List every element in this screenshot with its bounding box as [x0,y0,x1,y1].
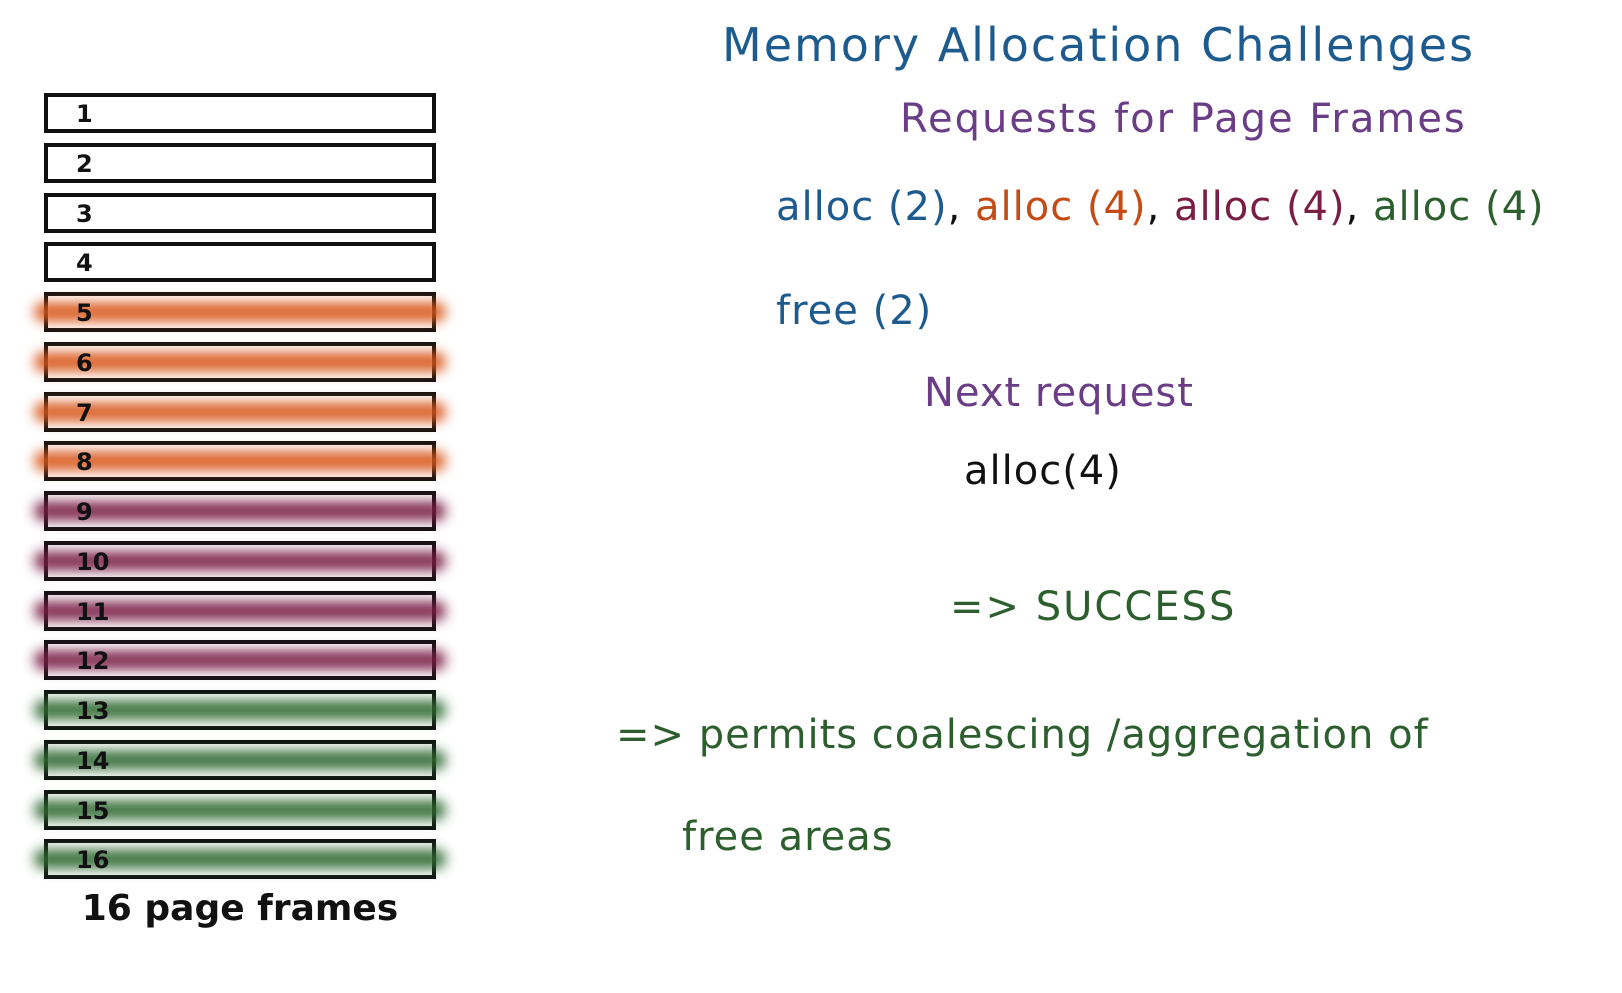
frame-allocation-highlight [34,451,446,472]
frame-allocation-highlight [34,501,446,521]
page-frame-number: 6 [76,348,93,377]
page-frame-number: 7 [76,398,93,427]
page-frame: 13 [34,690,446,730]
frame-allocation-highlight [34,849,446,870]
request-sequence: alloc (2), alloc (4), alloc (4), alloc (… [776,184,1545,230]
page-frame-number: 10 [76,547,110,576]
page-frame: 2 [44,142,436,183]
frame-allocation-highlight [34,749,446,770]
page-frame-number: 16 [76,846,110,875]
page-frame-number: 13 [76,697,110,725]
frame-allocation-highlight [34,700,446,720]
page-frame-number: 5 [76,299,93,327]
request-separator: , [1146,184,1175,230]
conclusion-line-1: => permits coalescing /aggregation of [616,712,1429,758]
page-frame-number: 8 [76,448,93,477]
page-frame: 12 [34,640,446,681]
next-request-alloc: alloc(4) [964,448,1122,494]
success-result: => SUCCESS [950,584,1237,630]
request-separator: , [947,184,976,230]
frame-allocation-highlight [34,600,446,621]
page-frame: 10 [34,540,446,581]
alloc-request: alloc (2) [776,184,948,230]
page-frame-number: 9 [76,498,93,526]
page-frame: 15 [34,789,446,830]
page-frame-number: 12 [76,647,110,676]
page-frame: 9 [34,491,446,531]
frames-caption: 16 page frames [81,888,399,929]
requests-heading: Requests for Page Frames [900,96,1467,142]
alloc-request: alloc (4) [975,184,1147,230]
page-frame: 4 [44,242,436,283]
frame-allocation-highlight [34,302,446,322]
request-separator: , [1345,184,1374,230]
next-request-label: Next request [924,370,1194,416]
page-frame: 11 [34,590,446,631]
page-frame-number: 3 [76,199,93,228]
page-frame: 16 [34,839,446,880]
page-frame-number: 1 [76,100,93,128]
page-frame: 1 [44,93,436,133]
page-frame-number: 2 [76,149,93,178]
page-frame: 8 [34,441,446,482]
conclusion-line-2: free areas [682,814,894,860]
page-frame: 7 [34,391,446,432]
alloc-request: alloc (4) [1373,184,1545,230]
frame-allocation-highlight [34,401,446,422]
frame-allocation-highlight [34,550,446,571]
frame-allocation-highlight [34,351,446,372]
page-frame: 5 [34,292,446,332]
frame-allocation-highlight [34,799,446,820]
page-frame: 6 [34,341,446,382]
free-request: free (2) [776,288,933,334]
slide-title: Memory Allocation Challenges [722,18,1476,72]
page-frame-number: 4 [76,249,93,278]
page-frame: 14 [34,739,446,780]
frame-allocation-highlight [34,650,446,671]
alloc-request: alloc (4) [1174,184,1346,230]
page-frame-number: 11 [76,597,110,626]
page-frame-number: 15 [76,796,110,825]
page-frame: 3 [44,192,436,233]
page-frame-number: 14 [76,746,110,775]
